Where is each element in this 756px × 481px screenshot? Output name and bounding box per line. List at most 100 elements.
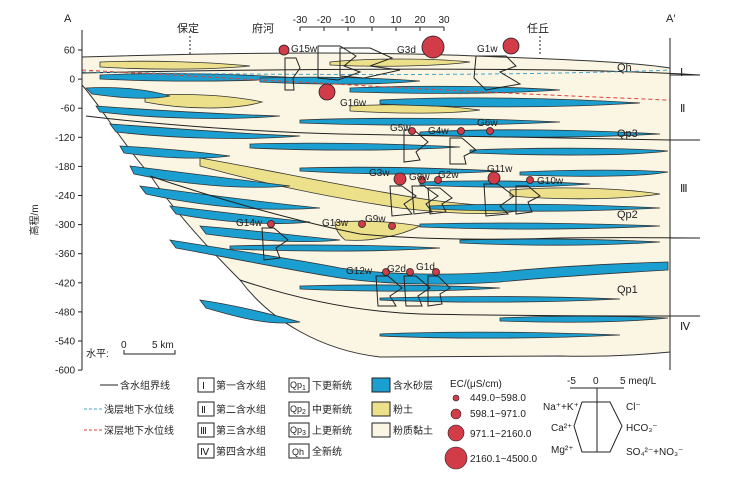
stiff-diagram [403, 275, 431, 307]
legend-group-label: 第四含水组 [216, 445, 266, 458]
zone-label-4: Ⅳ [680, 321, 691, 333]
y-tick-label: -420 [55, 278, 75, 289]
aquifer-lens [349, 85, 561, 94]
stiff-diagram [375, 275, 403, 307]
well-marker[interactable] [388, 222, 396, 230]
well-marker[interactable] [457, 127, 465, 135]
boundary-line [239, 279, 700, 317]
well-marker[interactable] [432, 268, 440, 276]
well-label: G10w [537, 176, 564, 187]
legend-stiff-tick: -5 [567, 376, 576, 387]
top-scale-tick-label: -20 [317, 15, 332, 26]
boundary-line [149, 175, 701, 240]
silt-lens [509, 187, 661, 200]
well-marker[interactable] [318, 83, 336, 101]
legend-group-box [197, 377, 215, 393]
legend-series-code: Qp2 [290, 404, 306, 416]
aquifer-lens [419, 222, 661, 230]
y-axis: 600-60-120-180-240-300-360-420-480-540-6… [28, 30, 83, 377]
well-marker[interactable] [406, 268, 414, 276]
well-label: G3w [369, 168, 390, 179]
legend-ec-label: 598.1~971.0 [470, 409, 526, 420]
top-scale-tick-label: 20 [414, 15, 426, 26]
aquifer-lens [119, 145, 231, 159]
aquifer-lens [299, 284, 501, 292]
legend-group-label: 第一含水组 [216, 379, 266, 392]
legend-stiff-left-ion: Na⁺+K⁺ [543, 402, 579, 413]
aquifer-lens [169, 205, 311, 224]
legend-ec-circle [450, 408, 462, 420]
y-ticks: 600-60-120-180-240-300-360-420-480-540-6… [55, 46, 82, 377]
well-marker[interactable] [502, 37, 520, 55]
aquifer-lens [109, 123, 301, 139]
stiff-diagram [427, 275, 451, 307]
stiff-diagram [483, 183, 515, 217]
well-label: G12w [346, 266, 373, 277]
legend-stiff-right-ion: SO₄²⁻+NO₃⁻ [626, 447, 683, 458]
well-marker[interactable] [358, 220, 366, 228]
legend-ec-circle [447, 424, 465, 442]
aquifer-lens [419, 180, 591, 188]
aquifer-lens [519, 169, 669, 177]
endpoint-left: A [64, 13, 72, 25]
y-tick-label: -60 [61, 104, 76, 115]
legend: 含水组界线 浅层地下水位线 深层地下水位线 Ⅰ 第一含水组 Ⅱ 第二含水组 Ⅲ … [84, 376, 683, 470]
town-label-fuhe: 府河 [252, 21, 274, 35]
well-marker[interactable] [418, 176, 426, 184]
town-label-renqiu: 任丘 [527, 22, 549, 35]
deep-water-table-line [81, 69, 671, 101]
legend-series-box [288, 401, 310, 417]
legend-series-code: Qp1 [290, 380, 306, 392]
top-scale-tick-label: 10 [390, 15, 402, 26]
aquifer-lens [95, 105, 281, 119]
legend-stiff-tick: 5 meq/L [620, 376, 657, 387]
well-labels: G15w G3d G1w G16w G5w G4w G6w G3w G8w G2… [236, 44, 564, 277]
zone-label-2: Ⅱ [680, 103, 685, 115]
well-marker[interactable] [267, 220, 275, 228]
legend-ec-label: 971.1~2160.0 [470, 429, 532, 440]
stiff-diagram [473, 55, 522, 91]
well-label: G15w [291, 44, 318, 55]
legend-group-label: 第二含水组 [216, 403, 266, 416]
stiff-diagram [411, 185, 439, 215]
well-label: G2d [387, 264, 406, 275]
legend-stiff-tick: 0 [593, 376, 599, 387]
well-marker[interactable] [434, 176, 442, 184]
legend-material-label: 粉土 [393, 403, 413, 416]
aquifer-lens [199, 299, 301, 324]
legend-series-code: Qh [292, 447, 304, 457]
scale-bar [123, 350, 176, 355]
legend-ec-label: 449.0~598.0 [470, 393, 526, 404]
well-marker[interactable] [487, 171, 501, 185]
silt-lens [329, 58, 471, 67]
well-label: G1w [477, 44, 498, 55]
silt-lens [334, 220, 422, 241]
legend-line-deep-label: 深层地下水位线 [104, 424, 174, 437]
silt-lens [99, 60, 251, 70]
top-scale-tick-label: 0 [369, 15, 375, 26]
legend-line-boundary-label: 含水组界线 [120, 379, 170, 392]
well-marker[interactable] [382, 268, 390, 276]
well-marker[interactable] [278, 44, 290, 56]
legend-ec-circle [452, 394, 460, 402]
aquifer-lens [379, 97, 641, 108]
y-tick-label: -360 [55, 249, 75, 260]
endpoint-right: A′ [666, 13, 675, 25]
aquifer-lens [379, 296, 621, 303]
legend-material-label: 含水砂层 [393, 379, 433, 392]
aquifer-lens [379, 331, 621, 339]
aquifer-lens [229, 244, 441, 252]
well-marker[interactable] [486, 127, 494, 135]
well-marker[interactable] [408, 127, 416, 135]
legend-series-label: 下更新统 [312, 379, 352, 392]
well-label: G4w [428, 126, 449, 137]
well-marker[interactable] [393, 172, 407, 186]
stratum-label-qp2: Qp2 [617, 209, 638, 221]
legend-group-code: Ⅰ [202, 381, 205, 392]
well-marker[interactable] [526, 176, 534, 184]
well-marker[interactable] [421, 35, 445, 59]
top-scale-tick-label: -10 [341, 15, 356, 26]
legend-material-swatch-clay [371, 422, 391, 438]
legend-line-shallow-label: 浅层地下水位线 [104, 403, 174, 416]
